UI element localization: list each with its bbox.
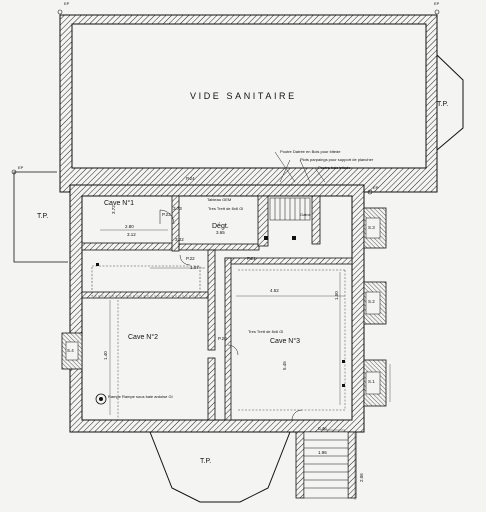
wall-degt-bottom — [178, 243, 260, 251]
ep-label-3: EP — [18, 165, 24, 170]
dim-372: 3.72 — [111, 205, 116, 214]
ep-markers — [11, 9, 440, 195]
wall-central-v — [207, 249, 216, 351]
dimension-lines — [100, 229, 391, 500]
p21-label: P.21 — [247, 256, 256, 261]
window-s3-opening — [365, 217, 381, 239]
tp-left-label: T.P. — [37, 213, 49, 220]
dim-373: 3.73 — [173, 206, 182, 211]
tp-right-label: T.P. — [437, 101, 449, 108]
s1-label: S.1 — [368, 379, 375, 384]
crawl-space-walls — [59, 14, 438, 191]
wall-cave1-bottom — [81, 242, 178, 251]
wall-degt-right — [311, 195, 321, 245]
wall-central-v2 — [207, 357, 216, 421]
dim-206: 2.06 — [359, 473, 364, 482]
meter-icon — [95, 393, 107, 405]
exterior-stair-wall — [295, 431, 305, 499]
tp-bottom-label: T.P. — [200, 458, 212, 465]
room-cave1-label: Cave N°1 — [104, 200, 135, 207]
p24-label: P.24 — [186, 176, 195, 181]
dashed-zone-cave2 — [91, 265, 201, 297]
dim-046: 0.46 — [318, 426, 327, 431]
dim-365: 3.65 — [216, 230, 225, 235]
room-cave3-label: Cave N°3 — [270, 338, 301, 345]
tp-right-shape — [436, 54, 464, 151]
dim-312: 3.12 — [127, 232, 136, 237]
room-cave2-label: Cave N°2 — [128, 334, 159, 341]
s3-label: S.3 — [368, 225, 375, 230]
ep-label-2: EP — [434, 1, 440, 6]
meter-icon-center — [99, 397, 103, 401]
dim-196: 1.96 — [318, 450, 327, 455]
note-trem-1: Tres Trett de 8x6 Gl — [208, 206, 244, 211]
wall-stair-block — [257, 195, 269, 247]
dim-107: 1.07 — [190, 265, 199, 270]
ep-label-1: EP — [64, 1, 70, 6]
s4-label: S.4 — [67, 348, 74, 353]
window-s2-opening — [365, 291, 381, 315]
stairs-degt — [269, 197, 311, 221]
column-markers — [96, 236, 345, 387]
ep-label-4: EP — [373, 185, 379, 190]
dim-140: 1.40 — [103, 351, 108, 360]
note-rampe: Rampe Rampe sous baie ardoise Gl — [108, 394, 173, 399]
wall-cave3-top — [224, 257, 353, 265]
note-plots-parpaings: Plots parpaings pour support de plancher — [300, 157, 374, 162]
crawl-space-wall-ring — [59, 14, 438, 193]
exterior-stair-steps — [303, 431, 349, 499]
door-swings — [159, 209, 303, 421]
vide-sanitaire-label: VIDE SANITAIRE — [190, 91, 297, 101]
p23-label: P.23 — [162, 212, 171, 217]
note-gaine: Gaine — [300, 212, 311, 217]
room-degt-label: Dégt. — [212, 223, 229, 230]
wall-cave3-left — [224, 257, 232, 421]
dim-545: 5.45 — [282, 361, 287, 370]
dim-150: 1.50 — [334, 291, 339, 300]
p20-label: P.20 — [218, 336, 227, 341]
window-s4-opening — [65, 341, 79, 361]
tp-left-frame — [13, 171, 68, 263]
note-trem-2: Tres Trett de 8x6 Gl — [248, 329, 284, 334]
note-tableau: Tableau GEM — [207, 197, 232, 202]
note-poutre-bois-2: Poutre bois tritede — [318, 165, 351, 170]
dim-322: 3.22 — [175, 237, 184, 242]
p22-label: P.22 — [186, 256, 195, 261]
note-leaders — [274, 151, 326, 183]
s2-label: S.2 — [368, 299, 375, 304]
wall-cave2-top — [81, 291, 209, 299]
dim-452: 4.52 — [270, 288, 279, 293]
tp-bottom-shape — [149, 431, 291, 503]
dim-280: 2.80 — [125, 224, 134, 229]
note-poutre-bois: Poutre Datrée en Bois pour bitede — [280, 149, 341, 154]
wall-cave1-right — [171, 195, 180, 252]
window-s1-opening — [365, 371, 381, 395]
